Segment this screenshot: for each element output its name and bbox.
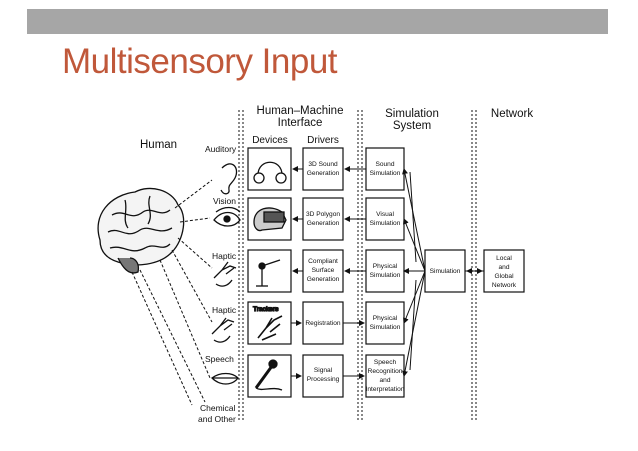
sim-speech-line1: Speech bbox=[374, 359, 397, 366]
sim-sound-line1: Sound bbox=[375, 161, 394, 168]
ear-icon bbox=[220, 163, 238, 195]
label-auditory: Auditory bbox=[205, 144, 237, 154]
label-vision: Vision bbox=[213, 196, 236, 206]
slide-title: Multisensory Input bbox=[62, 42, 338, 81]
title-bar-strip bbox=[27, 9, 608, 34]
sim-box-visual bbox=[365, 197, 405, 241]
sim-physical1-line2: Simulation bbox=[370, 272, 401, 279]
driver-signal-line2: Processing bbox=[307, 376, 340, 383]
sim-box-physical-2 bbox=[365, 301, 405, 345]
sim-box-sound bbox=[365, 147, 405, 191]
network-line3: Global bbox=[494, 273, 514, 280]
sim-sound-line2: Simulation bbox=[370, 170, 401, 177]
sim-speech-line3: and bbox=[379, 377, 390, 384]
label-haptic-1: Haptic bbox=[212, 251, 237, 261]
flow-arrows bbox=[291, 166, 484, 379]
header-human: Human bbox=[140, 139, 177, 151]
mouth-icon bbox=[211, 372, 239, 385]
driver-polygon-line2: Generation bbox=[307, 220, 340, 227]
network-line4: Network bbox=[492, 282, 517, 289]
sim-visual-line2: Simulation bbox=[370, 220, 401, 227]
header-sim-line2: System bbox=[393, 120, 431, 132]
network-line2: and bbox=[498, 264, 509, 271]
driver-box-polygon-generation bbox=[302, 197, 344, 241]
driver-box-registration bbox=[302, 301, 344, 345]
sim-physical2-line1: Physical bbox=[373, 315, 398, 322]
header-hmi-line1: Human–Machine bbox=[257, 105, 344, 117]
driver-signal-line1: Signal bbox=[314, 367, 333, 374]
label-chemical-line2: and Other bbox=[198, 414, 236, 424]
sim-central-label: Simulation bbox=[430, 268, 461, 275]
headphones-icon bbox=[253, 161, 287, 184]
device-box-headphones bbox=[247, 147, 292, 191]
driver-compliant-line2: Surface bbox=[312, 267, 335, 274]
driver-polygon-line1: 3D Polygon bbox=[306, 211, 340, 218]
driver-registration: Registration bbox=[305, 320, 341, 327]
brain-illustration bbox=[97, 187, 185, 274]
microphone-icon bbox=[254, 359, 283, 391]
driver-box-sound-generation bbox=[302, 147, 344, 191]
header-devices: Devices bbox=[252, 135, 288, 146]
driver-sound-line1: 3D Sound bbox=[308, 161, 338, 168]
device-box-force-feedback bbox=[247, 249, 292, 293]
central-fan-lines bbox=[402, 168, 426, 377]
headset-display-icon bbox=[253, 207, 287, 232]
label-trackers: Trackers bbox=[253, 306, 279, 313]
force-feedback-arm-icon bbox=[256, 259, 281, 287]
driver-box-signal-processing bbox=[302, 354, 344, 398]
sim-box-physical-1 bbox=[365, 249, 405, 293]
driver-compliant-line1: Compliant bbox=[308, 258, 338, 265]
header-network: Network bbox=[491, 108, 533, 120]
sim-physical1-line1: Physical bbox=[373, 263, 398, 270]
sim-speech-line4: Interpretation bbox=[366, 386, 405, 393]
header-drivers: Drivers bbox=[307, 135, 339, 146]
hand-icon-2 bbox=[211, 317, 235, 343]
header-sim-line1: Simulation bbox=[385, 108, 439, 120]
sim-physical2-line2: Simulation bbox=[370, 324, 401, 331]
hand-icon bbox=[213, 261, 237, 287]
eye-icon bbox=[213, 206, 241, 227]
header-hmi-line2: Interface bbox=[278, 117, 323, 129]
driver-sound-line2: Generation bbox=[307, 170, 340, 177]
label-speech: Speech bbox=[205, 354, 234, 364]
network-box bbox=[483, 249, 525, 293]
network-line1: Local bbox=[496, 255, 512, 262]
label-haptic-2: Haptic bbox=[212, 305, 237, 315]
label-chemical-line1: Chemical bbox=[200, 403, 236, 413]
brain-sense-connections bbox=[131, 179, 213, 406]
sim-speech-line2: Recognition bbox=[368, 368, 403, 375]
sim-visual-line1: Visual bbox=[376, 211, 394, 218]
glove-icon bbox=[257, 315, 283, 341]
driver-compliant-line3: Generation bbox=[307, 276, 340, 283]
